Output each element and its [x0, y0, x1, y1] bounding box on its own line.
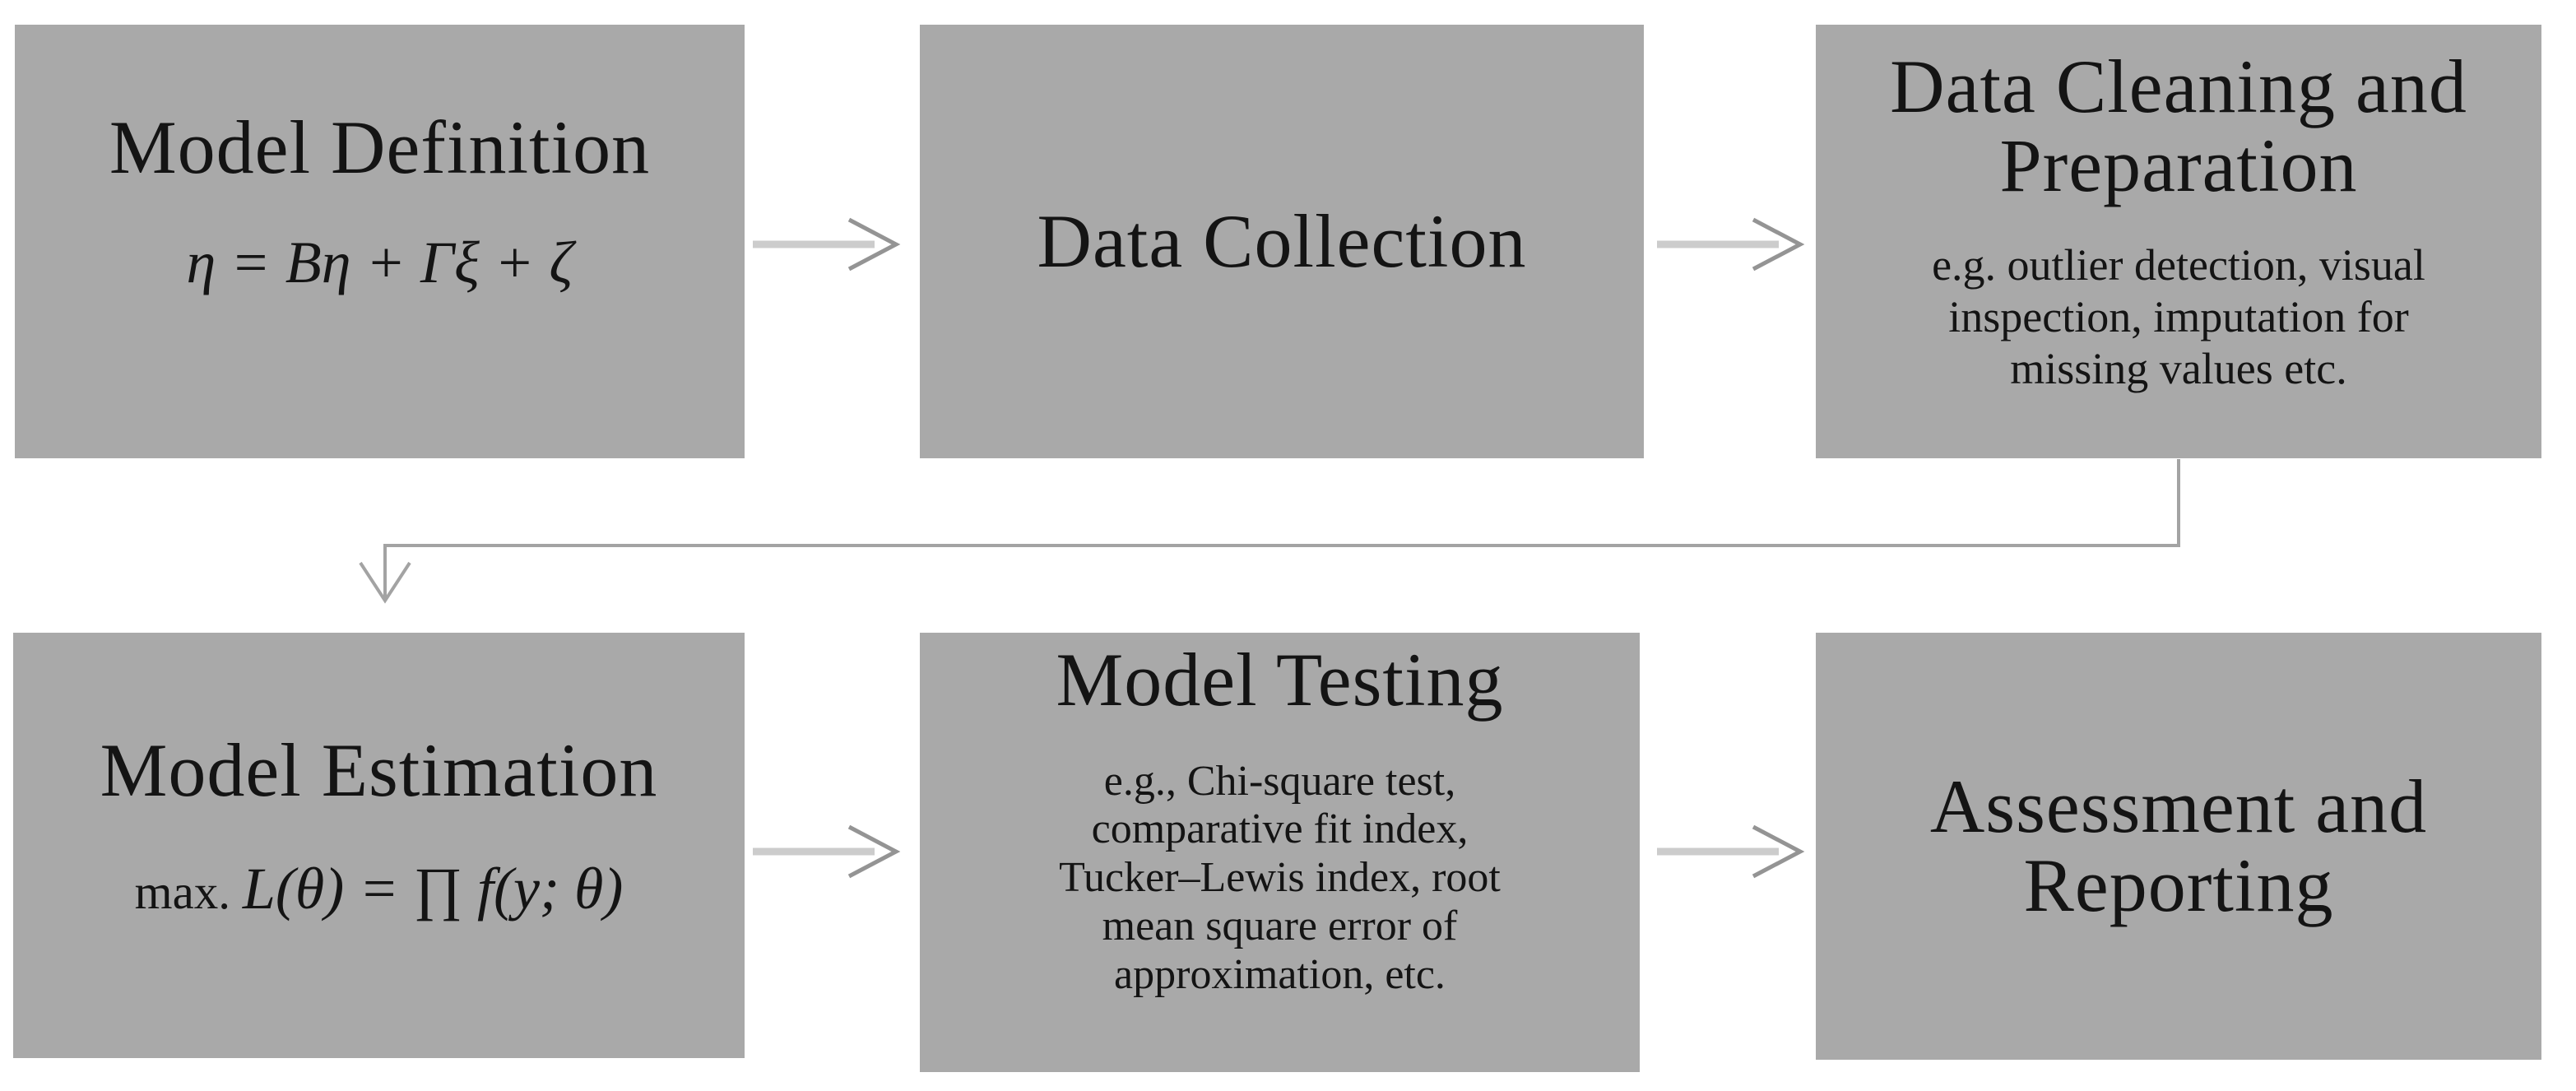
box-body: e.g., Chi-square test,comparative fit in… [1059, 757, 1501, 998]
box-title: Model Estimation [100, 728, 658, 812]
formula-math-part: η = Bη + Γξ + ζ [186, 229, 573, 295]
flow-box-data-collection: Data Collection [920, 25, 1644, 458]
box-title: Model Testing [1056, 638, 1504, 722]
box-title: Data Collection [1037, 198, 1527, 283]
arrow-right-icon [1657, 824, 1805, 879]
arrow-right-icon [1657, 217, 1805, 272]
formula-roman-part: max. [134, 864, 243, 919]
flow-box-model-definition: Model Definition η = Bη + Γξ + ζ [15, 25, 745, 458]
formula-math-part: L(θ) = ∏ f(y; θ) [242, 855, 624, 922]
box-formula: max. L(θ) = ∏ f(y; θ) [134, 855, 624, 922]
flow-box-model-estimation: Model Estimation max. L(θ) = ∏ f(y; θ) [13, 633, 745, 1058]
arrow-right-icon [753, 217, 901, 272]
arrow-right-icon [753, 824, 901, 879]
box-formula: η = Bη + Γξ + ζ [186, 230, 573, 295]
box-title: Model Definition [109, 105, 651, 189]
flow-box-model-testing: Model Testing e.g., Chi-square test,comp… [920, 633, 1640, 1072]
